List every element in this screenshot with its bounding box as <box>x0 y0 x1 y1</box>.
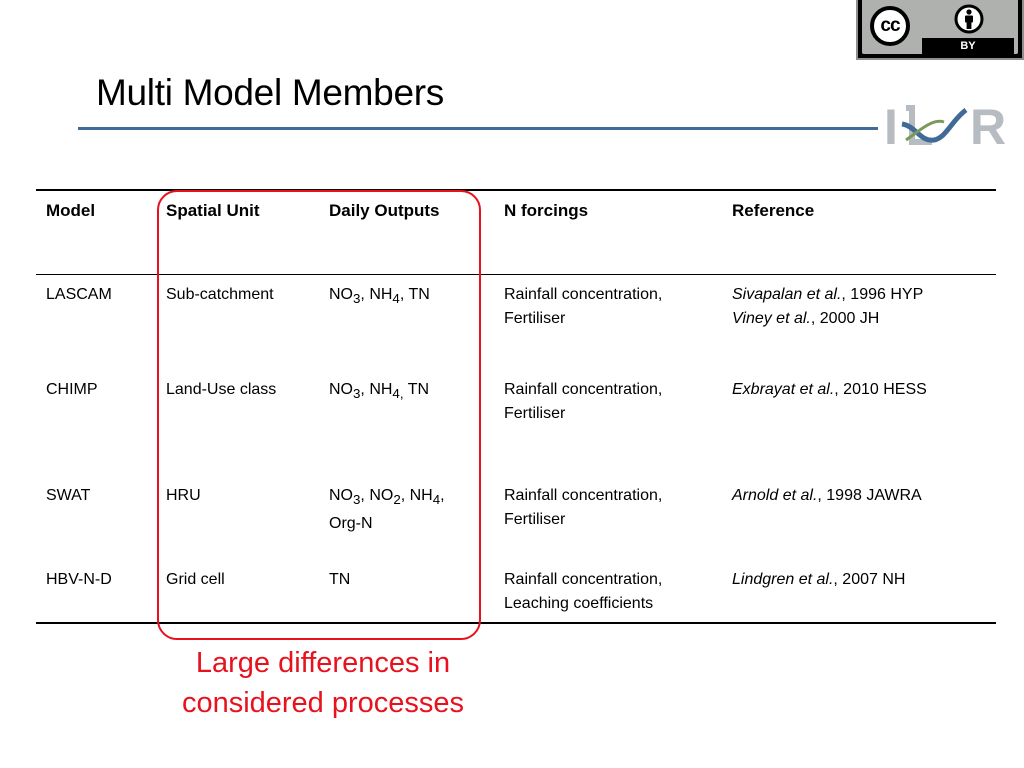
cell-spatial-unit: Grid cell <box>156 560 319 624</box>
logo-wave <box>901 107 968 143</box>
cell-spatial-unit: HRU <box>166 487 201 504</box>
callout-line-2: considered processes <box>181 687 465 719</box>
header-daily-outputs: Daily Outputs <box>319 189 494 275</box>
license-badge-background: cc BY <box>862 0 1018 54</box>
cell-model: SWAT <box>46 487 91 504</box>
cell-spatial-unit: Sub-catchment <box>166 286 274 303</box>
header-spatial-unit: Spatial Unit <box>156 189 319 275</box>
attribution-person-icon <box>954 4 984 34</box>
logo-leaf <box>905 119 945 142</box>
header-model: Model <box>36 189 156 275</box>
cc-label: cc <box>880 15 900 36</box>
cell-n-forcings: Rainfall concentration,Fertiliser <box>504 487 663 528</box>
logo-letter-i: I <box>884 99 898 155</box>
cell-n-forcings: Rainfall concentration,Fertiliser <box>504 381 663 422</box>
callout-text: Large differences in considered processe… <box>140 643 506 723</box>
callout-line-1: Large differences in <box>195 647 451 679</box>
cell-daily-outputs: NO3, NO2, NH4,Org-N <box>329 487 445 533</box>
cell-model: HBV-N-D <box>36 560 156 624</box>
table-header-row: Model Spatial Unit Daily Outputs N forci… <box>36 189 996 275</box>
table-row: HBV-N-D Grid cell TN Rainfall concentrat… <box>36 560 996 624</box>
cell-model: LASCAM <box>46 286 112 303</box>
cell-reference: Lindgren et al., 2007 NH <box>722 560 996 624</box>
by-label: BY <box>922 38 1014 54</box>
cell-n-forcings: Rainfall concentration,Leaching coeffici… <box>494 560 722 624</box>
ilr-logo: I R <box>884 99 1006 155</box>
slide-title: Multi Model Members <box>96 72 444 113</box>
cell-daily-outputs: NO3, NH4, TN <box>329 286 430 307</box>
cell-reference: Exbrayat et al., 2010 HESS <box>732 381 927 398</box>
cell-n-forcings: Rainfall concentration,Fertiliser <box>504 286 663 327</box>
cell-daily-outputs: NO3, NH4, TN <box>329 381 430 402</box>
model-comparison-table: Model Spatial Unit Daily Outputs N forci… <box>36 189 996 624</box>
table-row: CHIMP Land-Use class NO3, NH4, TN Rainfa… <box>36 370 996 476</box>
cc-icon: cc <box>870 6 910 46</box>
title-divider <box>78 127 878 130</box>
header-reference: Reference <box>722 189 996 275</box>
cell-daily-outputs: TN <box>319 560 494 624</box>
cc-by-license-badge: cc BY <box>856 0 1024 60</box>
cell-spatial-unit: Land-Use class <box>166 381 277 398</box>
cell-model: CHIMP <box>46 381 98 398</box>
table-row: SWAT HRU NO3, NO2, NH4,Org-N Rainfall co… <box>36 476 996 560</box>
header-n-forcings: N forcings <box>494 189 722 275</box>
logo-letter-r: R <box>970 99 1006 155</box>
table-row: LASCAM Sub-catchment NO3, NH4, TN Rainfa… <box>36 275 996 371</box>
cell-reference: Arnold et al., 1998 JAWRA <box>732 487 922 504</box>
